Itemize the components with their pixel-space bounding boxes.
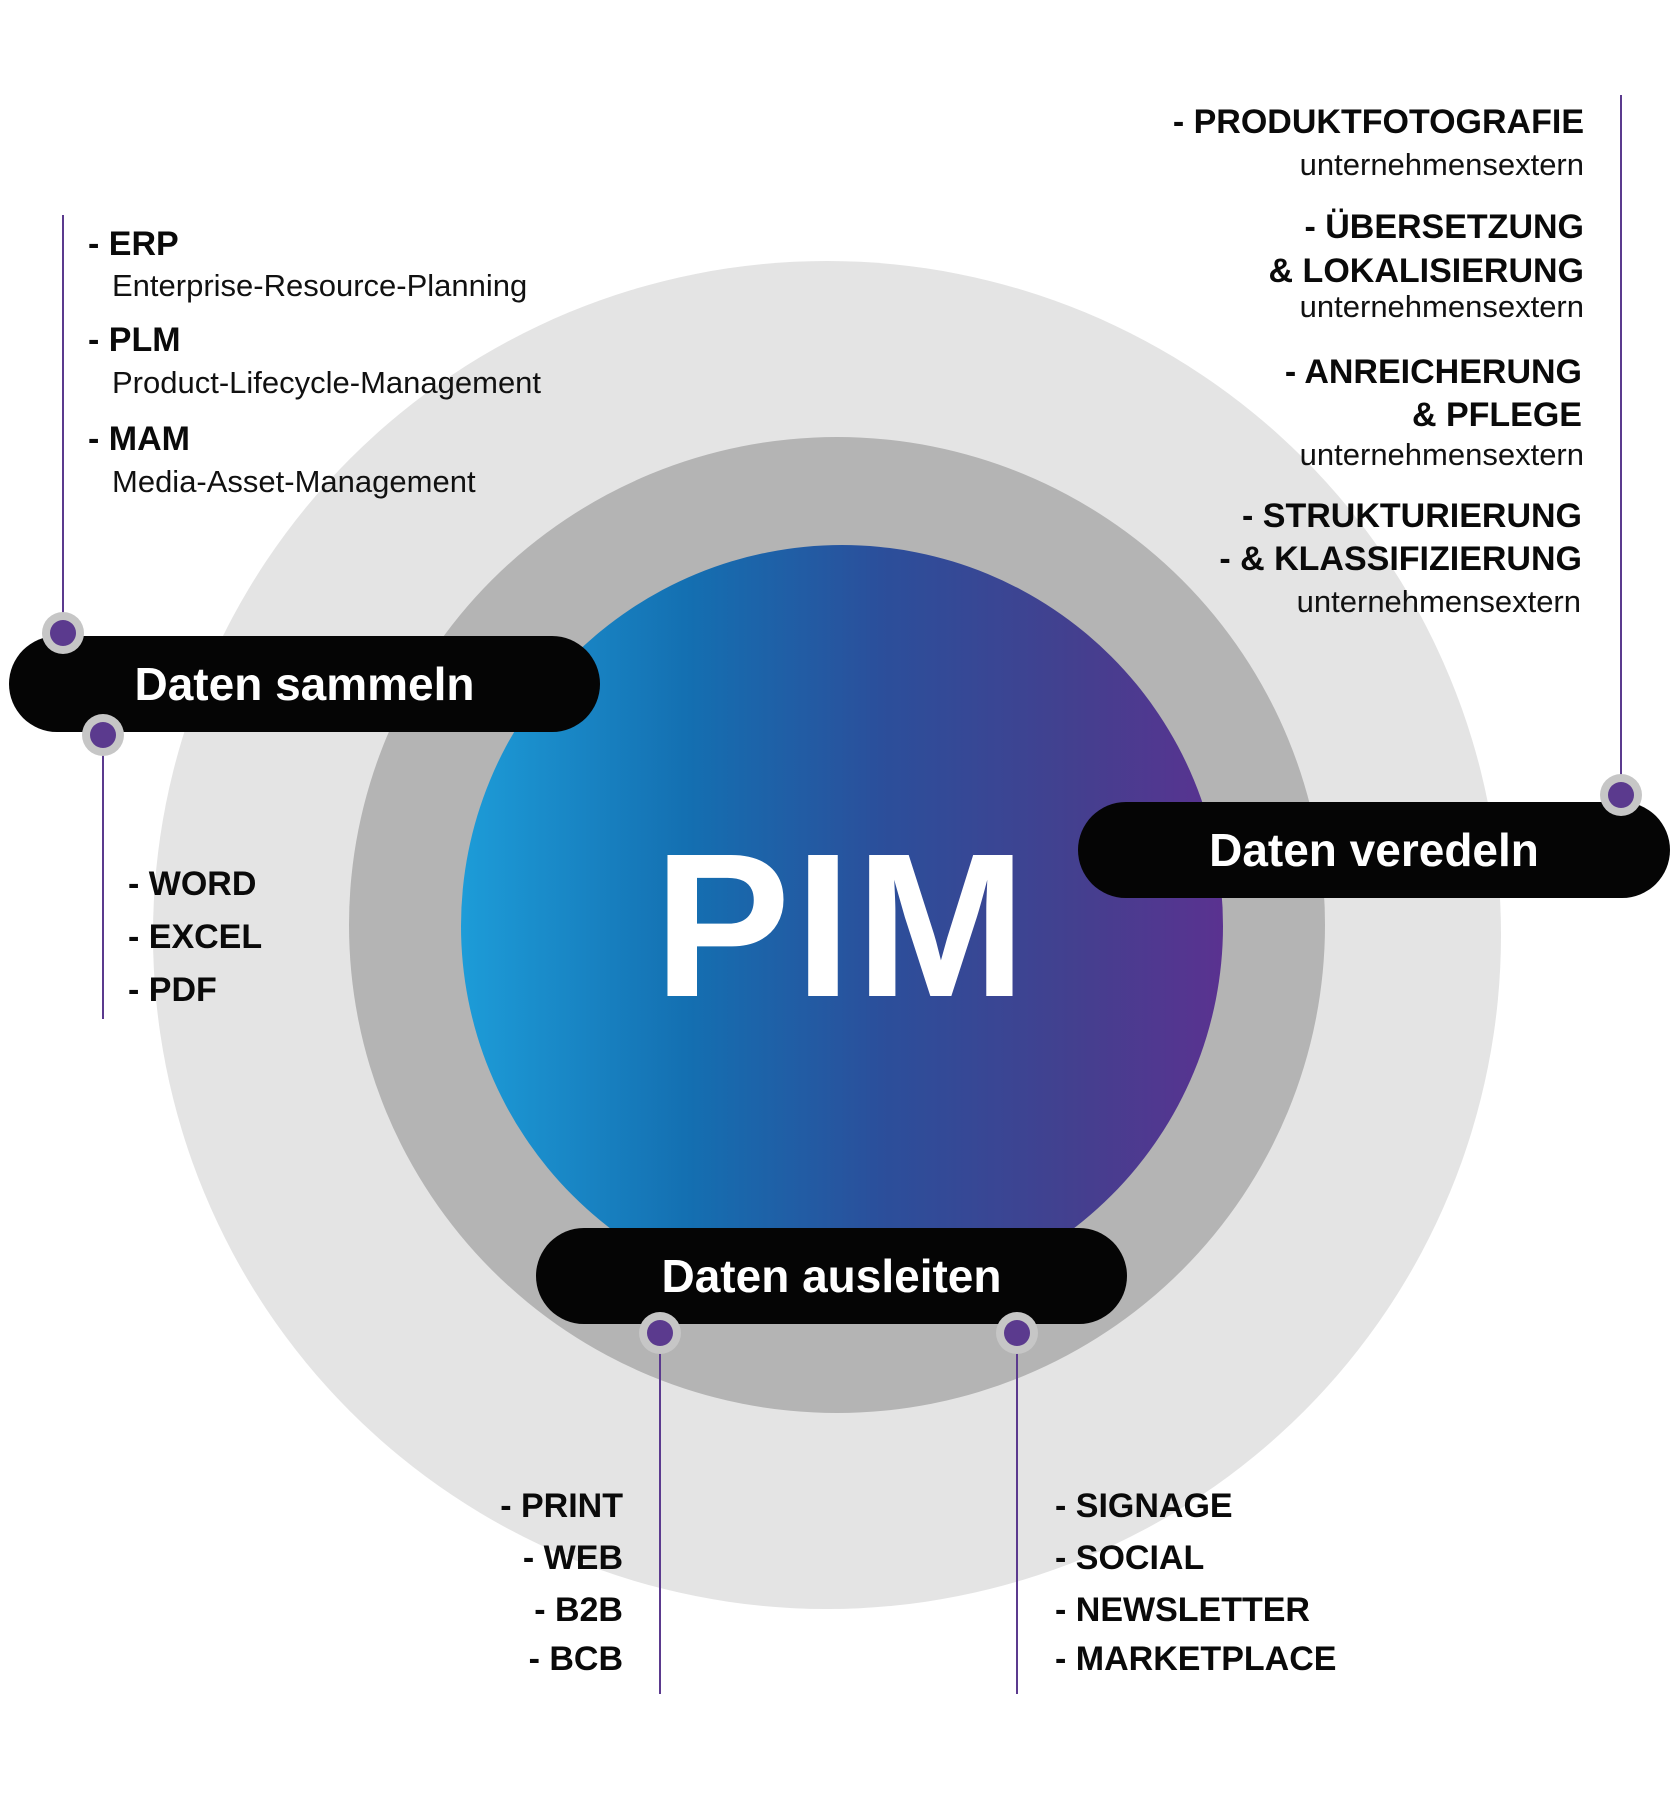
stage-output: Daten ausleiten [536, 1228, 1127, 1324]
output-right-connector [1016, 1333, 1018, 1694]
channel-item: - WEB [522, 1539, 623, 1577]
connector-dot-icon [82, 714, 124, 756]
source-title: - MAM [88, 420, 190, 458]
output-left-connector [659, 1333, 661, 1694]
source-title: - ERP [88, 225, 179, 263]
channel-item: - BCB [528, 1640, 623, 1678]
channel-item: - B2B [534, 1591, 623, 1629]
channel-item: - PRINT [500, 1487, 623, 1525]
service-title: - PRODUKTFOTOGRAFIE [1172, 103, 1584, 141]
service-note: unternehmensextern [1299, 437, 1584, 472]
channel-item: - NEWSLETTER [1055, 1591, 1310, 1629]
format-item: - EXCEL [128, 918, 263, 956]
service-title: - ÜBERSETZUNG [1304, 208, 1584, 246]
refine-connector [1620, 95, 1622, 795]
connector-dot-icon [42, 612, 84, 654]
source-subtitle: Enterprise-Resource-Planning [112, 268, 528, 303]
format-item: - WORD [128, 865, 257, 903]
channel-item: - SIGNAGE [1055, 1487, 1233, 1525]
service-title: - & KLASSIFIZIERUNG [1219, 540, 1582, 578]
channel-item: - SOCIAL [1055, 1539, 1205, 1577]
service-title: - ANREICHERUNG [1284, 353, 1582, 391]
stage-refine: Daten veredeln [1078, 802, 1670, 898]
service-note: unternehmensextern [1296, 584, 1581, 619]
pim-label: PIM [653, 811, 1031, 1040]
service-title: & PFLEGE [1411, 396, 1582, 434]
format-item: - PDF [128, 971, 217, 1009]
connector-dot-icon [996, 1312, 1038, 1354]
collect-formats-connector [102, 735, 104, 1019]
source-subtitle: Media-Asset-Management [112, 464, 476, 499]
source-title: - PLM [88, 321, 181, 359]
source-subtitle: Product-Lifecycle-Management [112, 365, 542, 400]
collect-sources-connector [62, 215, 64, 633]
service-title: - STRUKTURIERUNG [1242, 497, 1582, 535]
service-note: unternehmensextern [1299, 147, 1584, 182]
connector-dot-icon [639, 1312, 681, 1354]
service-title: & LOKALISIERUNG [1268, 252, 1584, 290]
connector-dot-icon [1600, 774, 1642, 816]
channel-item: - MARKETPLACE [1055, 1640, 1337, 1678]
service-note: unternehmensextern [1299, 289, 1584, 324]
